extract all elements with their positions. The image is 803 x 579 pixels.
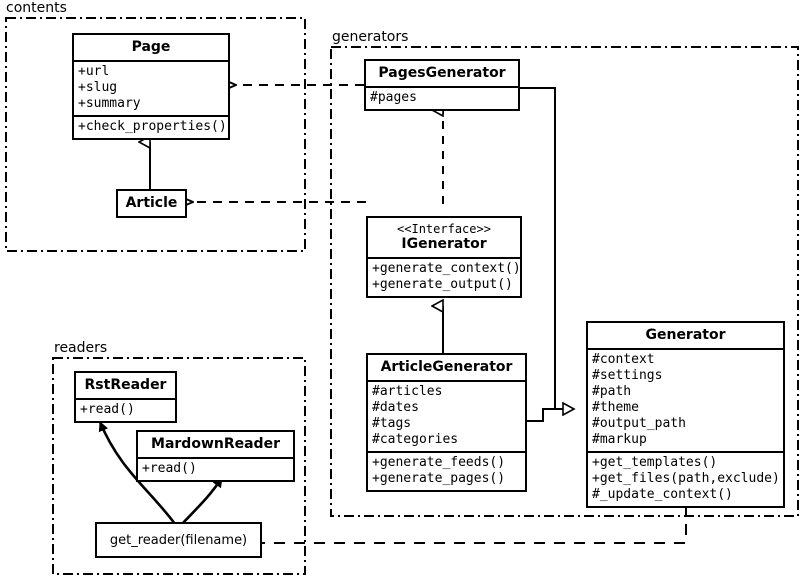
class-title-article: Article bbox=[125, 195, 178, 211]
attribute: #categories bbox=[372, 432, 459, 448]
attribute: +summary bbox=[78, 96, 141, 112]
class-box-pagesgenerator[interactable]: PagesGenerator #pages bbox=[364, 59, 520, 112]
class-title-page: Page bbox=[131, 39, 171, 55]
package-label-generators: generators bbox=[332, 29, 409, 45]
operation: +generate_output() bbox=[372, 277, 513, 293]
operation: +generate_context() bbox=[372, 261, 521, 277]
rel-getreader-rstreader bbox=[98, 421, 177, 525]
generators-package-border bbox=[330, 46, 799, 517]
class-attributes-generator: #context #settings #path #theme #output_… bbox=[588, 348, 783, 451]
rel-articlegenerator-generator bbox=[527, 409, 574, 422]
package-label-readers: readers bbox=[54, 340, 108, 356]
attribute: #tags bbox=[372, 416, 412, 432]
class-operations-mardownreader: +read() bbox=[138, 457, 293, 480]
attribute: #articles bbox=[372, 384, 443, 400]
package-label-contents: contents bbox=[6, 0, 67, 16]
class-title-mardownreader: MardownReader bbox=[151, 436, 280, 452]
attribute: #settings bbox=[592, 368, 663, 384]
class-box-article[interactable]: Article bbox=[116, 189, 187, 219]
class-title-generator: Generator bbox=[645, 327, 726, 343]
attribute: #path bbox=[592, 384, 632, 400]
operation: +read() bbox=[142, 461, 197, 477]
readers-package-border bbox=[52, 357, 306, 575]
attribute: #dates bbox=[372, 400, 419, 416]
class-box-articlegenerator[interactable]: ArticleGenerator #articles #dates #tags … bbox=[366, 353, 527, 493]
class-operations-page: +check_properties() bbox=[74, 115, 228, 138]
class-attributes-articlegenerator: #articles #dates #tags #categories bbox=[368, 380, 525, 451]
class-attributes-page: +url +slug +summary bbox=[74, 60, 228, 115]
class-title-rstreader: RstReader bbox=[84, 377, 167, 393]
class-attributes-pagesgenerator: #pages bbox=[366, 86, 518, 109]
attribute: +slug bbox=[78, 80, 118, 96]
function-box-get-reader[interactable]: get_reader(filename) bbox=[95, 522, 262, 558]
attribute: +url bbox=[78, 64, 110, 80]
operation: +generate_feeds() bbox=[372, 455, 506, 471]
operation: +generate_pages() bbox=[372, 471, 506, 487]
class-title-igenerator: <<Interface>> IGenerator bbox=[368, 218, 520, 257]
class-box-mardownreader[interactable]: MardownReader +read() bbox=[136, 430, 295, 483]
operation: +read() bbox=[80, 402, 135, 418]
operation: +check_properties() bbox=[78, 119, 227, 135]
class-box-generator[interactable]: Generator #context #settings #path #them… bbox=[586, 321, 785, 509]
attribute: #pages bbox=[370, 90, 417, 106]
class-box-page[interactable]: Page +url +slug +summary +check_properti… bbox=[72, 33, 230, 141]
rel-generator-getreader bbox=[262, 504, 687, 543]
rel-pagesgenerator-generator bbox=[520, 87, 556, 409]
attribute: #output_path bbox=[592, 416, 686, 432]
class-title-articlegenerator: ArticleGenerator bbox=[380, 359, 513, 375]
operation: #_update_context() bbox=[592, 487, 733, 503]
class-box-igenerator[interactable]: <<Interface>> IGenerator +generate_conte… bbox=[366, 216, 522, 299]
contents-package-border bbox=[5, 17, 306, 252]
class-operations-rstreader: +read() bbox=[76, 398, 175, 421]
operation: +get_templates() bbox=[592, 455, 718, 471]
class-box-rstreader[interactable]: RstReader +read() bbox=[74, 371, 177, 424]
class-operations-igenerator: +generate_context() +generate_output() bbox=[368, 257, 521, 296]
class-operations-articlegenerator: +generate_feeds() +generate_pages() bbox=[368, 451, 525, 490]
class-stereotype-igenerator: <<Interface>> bbox=[397, 222, 491, 236]
class-operations-generator: +get_templates() +get_files(path,exclude… bbox=[588, 451, 783, 506]
operation: +get_files(path,exclude) bbox=[592, 471, 780, 487]
attribute: #theme bbox=[592, 400, 639, 416]
class-title-pagesgenerator: PagesGenerator bbox=[378, 65, 506, 81]
attribute: #context bbox=[592, 352, 655, 368]
class-name-igenerator: IGenerator bbox=[401, 236, 487, 253]
rel-getreader-mardownreader bbox=[181, 477, 224, 525]
attribute: #markup bbox=[592, 432, 647, 448]
function-label-get-reader: get_reader(filename) bbox=[109, 532, 248, 548]
